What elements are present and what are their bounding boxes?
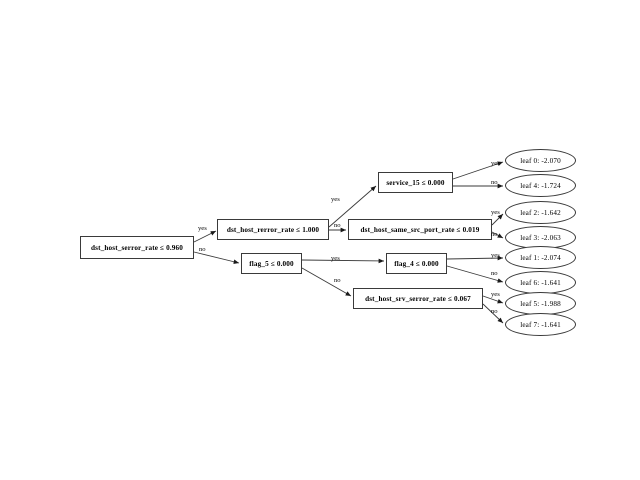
edge-label-n1-n3: yes bbox=[331, 196, 340, 203]
leaf-label: leaf 0: -2.070 bbox=[520, 156, 561, 165]
edge-label-n5-l1: yes bbox=[491, 252, 500, 259]
edge-n0-n2-no bbox=[193, 251, 240, 264]
edge-label-n3-l0: yes bbox=[491, 160, 500, 167]
edge-n2-n5-yes bbox=[301, 258, 385, 264]
edge-label-n1-n4: no bbox=[334, 222, 341, 229]
edge-label-n4-l2: yes bbox=[491, 209, 500, 216]
edge-label-n6-l5: yes bbox=[491, 291, 500, 298]
node-label: dst_host_rerror_rate ≤ 1.000 bbox=[226, 225, 320, 234]
node-dst-host-srv-serror-rate[interactable]: dst_host_srv_serror_rate ≤ 0.067 bbox=[353, 288, 483, 309]
leaf-node-5[interactable]: leaf 5: -1.988 bbox=[505, 292, 576, 315]
edge-label-n2-n5: yes bbox=[331, 255, 340, 262]
node-dst-host-serror-rate[interactable]: dst_host_serror_rate ≤ 0.960 bbox=[80, 236, 194, 259]
edge-label-n3-l4: no bbox=[491, 179, 498, 186]
leaf-label: leaf 4: -1.724 bbox=[520, 181, 561, 190]
node-dst-host-same-src-port-rate[interactable]: dst_host_same_src_port_rate ≤ 0.019 bbox=[348, 219, 492, 240]
node-label: flag_5 ≤ 0.000 bbox=[249, 259, 294, 268]
leaf-node-7[interactable]: leaf 7: -1.641 bbox=[505, 313, 576, 336]
node-label: flag_4 ≤ 0.000 bbox=[394, 259, 439, 268]
edge-label-n2-n6: no bbox=[334, 277, 341, 284]
leaf-label: leaf 1: -2.074 bbox=[520, 253, 561, 262]
leaf-label: leaf 6: -1.641 bbox=[520, 278, 561, 287]
edge-label-n5-l6: no bbox=[491, 270, 498, 277]
leaf-label: leaf 5: -1.988 bbox=[520, 299, 561, 308]
leaf-label: leaf 3: -2.063 bbox=[520, 233, 561, 242]
node-flag-4[interactable]: flag_4 ≤ 0.000 bbox=[386, 253, 447, 274]
node-label: dst_host_same_src_port_rate ≤ 0.019 bbox=[360, 225, 480, 234]
node-flag-5[interactable]: flag_5 ≤ 0.000 bbox=[241, 253, 302, 274]
edge-n2-n6-no bbox=[301, 267, 352, 297]
leaf-node-1[interactable]: leaf 1: -2.074 bbox=[505, 246, 576, 269]
leaf-node-2[interactable]: leaf 2: -1.642 bbox=[505, 201, 576, 224]
node-dst-host-rerror-rate[interactable]: dst_host_rerror_rate ≤ 1.000 bbox=[217, 219, 329, 240]
edge-label-n6-l7: no bbox=[491, 308, 498, 315]
node-label: dst_host_serror_rate ≤ 0.960 bbox=[90, 243, 184, 252]
leaf-node-6[interactable]: leaf 6: -1.641 bbox=[505, 271, 576, 294]
leaf-node-0[interactable]: leaf 0: -2.070 bbox=[505, 149, 576, 172]
edge-label-n0-n1: yes bbox=[198, 225, 207, 232]
node-service-15[interactable]: service_15 ≤ 0.000 bbox=[378, 172, 453, 193]
node-label: dst_host_srv_serror_rate ≤ 0.067 bbox=[365, 294, 471, 303]
leaf-label: leaf 2: -1.642 bbox=[520, 208, 561, 217]
edge-label-n0-n2: no bbox=[199, 246, 206, 253]
edge-n0-n1-yes bbox=[193, 230, 217, 243]
node-label: service_15 ≤ 0.000 bbox=[386, 178, 445, 187]
leaf-node-4[interactable]: leaf 4: -1.724 bbox=[505, 174, 576, 197]
edge-label-n4-l3: no bbox=[491, 231, 498, 238]
leaf-label: leaf 7: -1.641 bbox=[520, 320, 561, 329]
